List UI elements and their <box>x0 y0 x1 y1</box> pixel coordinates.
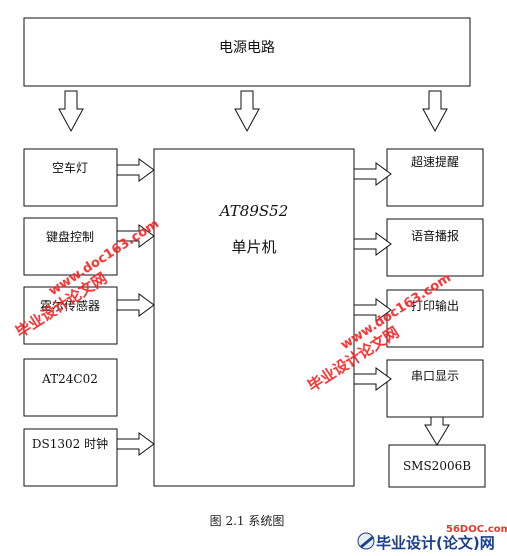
input-label-keyboard: 键盘控制 <box>46 229 94 244</box>
output-box-print <box>386 289 484 348</box>
output-label-serial: 串口显示 <box>411 369 459 383</box>
output-label-print: 打印输出 <box>411 298 459 313</box>
input-label-empty-car-light: 空车灯 <box>52 160 88 175</box>
logo-domain: 56DOC.com <box>446 524 507 535</box>
input-box-clock <box>23 428 118 487</box>
display-label: SMS2006B <box>403 459 471 473</box>
input-label-hall-sensor: 霍尔传感器 <box>40 298 100 313</box>
logo-pen-icon <box>360 536 374 548</box>
output-label-voice: 语音播报 <box>411 228 459 243</box>
power-circuit-label: 电源电路 <box>219 40 275 56</box>
power-arrow-3 <box>422 90 448 133</box>
output-arrow-4 <box>353 367 392 391</box>
logo-title: 毕业设计(论文)网 <box>376 534 495 552</box>
power-arrow-1 <box>58 90 84 133</box>
mcu-box <box>153 148 355 487</box>
mcu-type-label: 单片机 <box>231 238 276 256</box>
display-arrow <box>424 416 450 446</box>
mcu-model-label: AT89S52 <box>218 202 288 220</box>
input-box-keyboard <box>23 217 118 276</box>
input-box-hall-sensor <box>23 286 118 345</box>
site-logo: 56DOC.com 毕业设计(论文)网 <box>357 524 507 552</box>
power-arrow-2 <box>234 90 260 133</box>
output-arrow-1 <box>353 162 392 186</box>
output-arrow-3 <box>353 298 392 322</box>
input-arrow-1 <box>116 158 155 182</box>
power-circuit-box <box>23 17 471 87</box>
output-arrow-2 <box>353 232 392 256</box>
input-label-eeprom: AT24C02 <box>41 372 98 386</box>
input-arrow-5 <box>116 432 155 456</box>
output-box-voice <box>386 218 484 277</box>
input-box-empty-car-light <box>23 148 118 207</box>
input-arrow-2 <box>116 224 155 248</box>
input-box-eeprom <box>23 358 118 417</box>
input-arrow-3 <box>116 293 155 317</box>
output-label-overspeed: 超速提醒 <box>411 154 459 169</box>
input-label-clock: DS1302 时钟 <box>32 436 108 451</box>
figure-caption: 图 2.1 系统图 <box>210 514 285 528</box>
